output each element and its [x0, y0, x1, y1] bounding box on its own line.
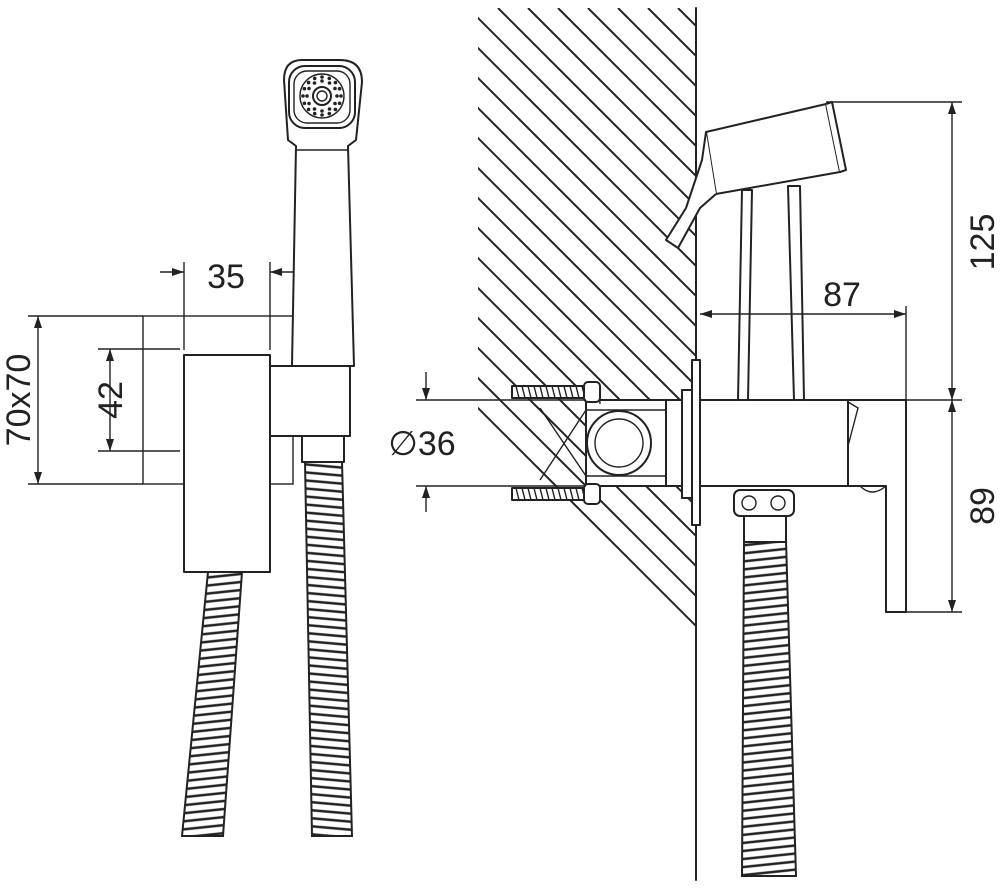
shower-trigger	[665, 131, 717, 249]
dim-label-70x70: 70x70	[0, 354, 38, 447]
holder-arm	[269, 365, 351, 437]
dim-label-89: 89	[964, 487, 1000, 525]
side-hose	[740, 539, 798, 877]
shower-head-side	[705, 103, 841, 195]
side-view: ∅36 87 125 89	[388, 7, 1000, 881]
dimension-87: 87	[700, 276, 907, 400]
pipe-connection	[586, 410, 652, 476]
dim-label-36: ∅36	[388, 425, 455, 463]
lever-handle	[847, 399, 907, 613]
shower-stem-front	[737, 189, 753, 401]
dim-label-35: 35	[207, 258, 245, 296]
dim-label-42: 42	[92, 381, 130, 419]
right-hose	[303, 461, 354, 837]
dimension-42: 42	[92, 348, 180, 452]
valve-block	[183, 354, 271, 573]
embedded-box	[539, 383, 683, 487]
mounting-screws	[511, 381, 601, 505]
dimension-89: 89	[906, 400, 1000, 613]
dimension-125: 125	[826, 101, 1000, 401]
dimension-36: ∅36	[388, 372, 586, 512]
hose-connector	[301, 435, 345, 463]
mixer-body	[699, 399, 849, 487]
dim-label-87: 87	[823, 276, 861, 314]
dimension-70x70: 70x70	[0, 315, 143, 485]
spray-nozzles	[299, 73, 345, 119]
dim-label-125: 125	[964, 214, 1000, 271]
front-view: 35 42 70x70	[0, 59, 363, 837]
shower-stem-back	[787, 185, 805, 401]
dimension-35: 35	[160, 258, 294, 350]
hand-shower	[283, 59, 363, 367]
left-hose	[180, 571, 244, 837]
